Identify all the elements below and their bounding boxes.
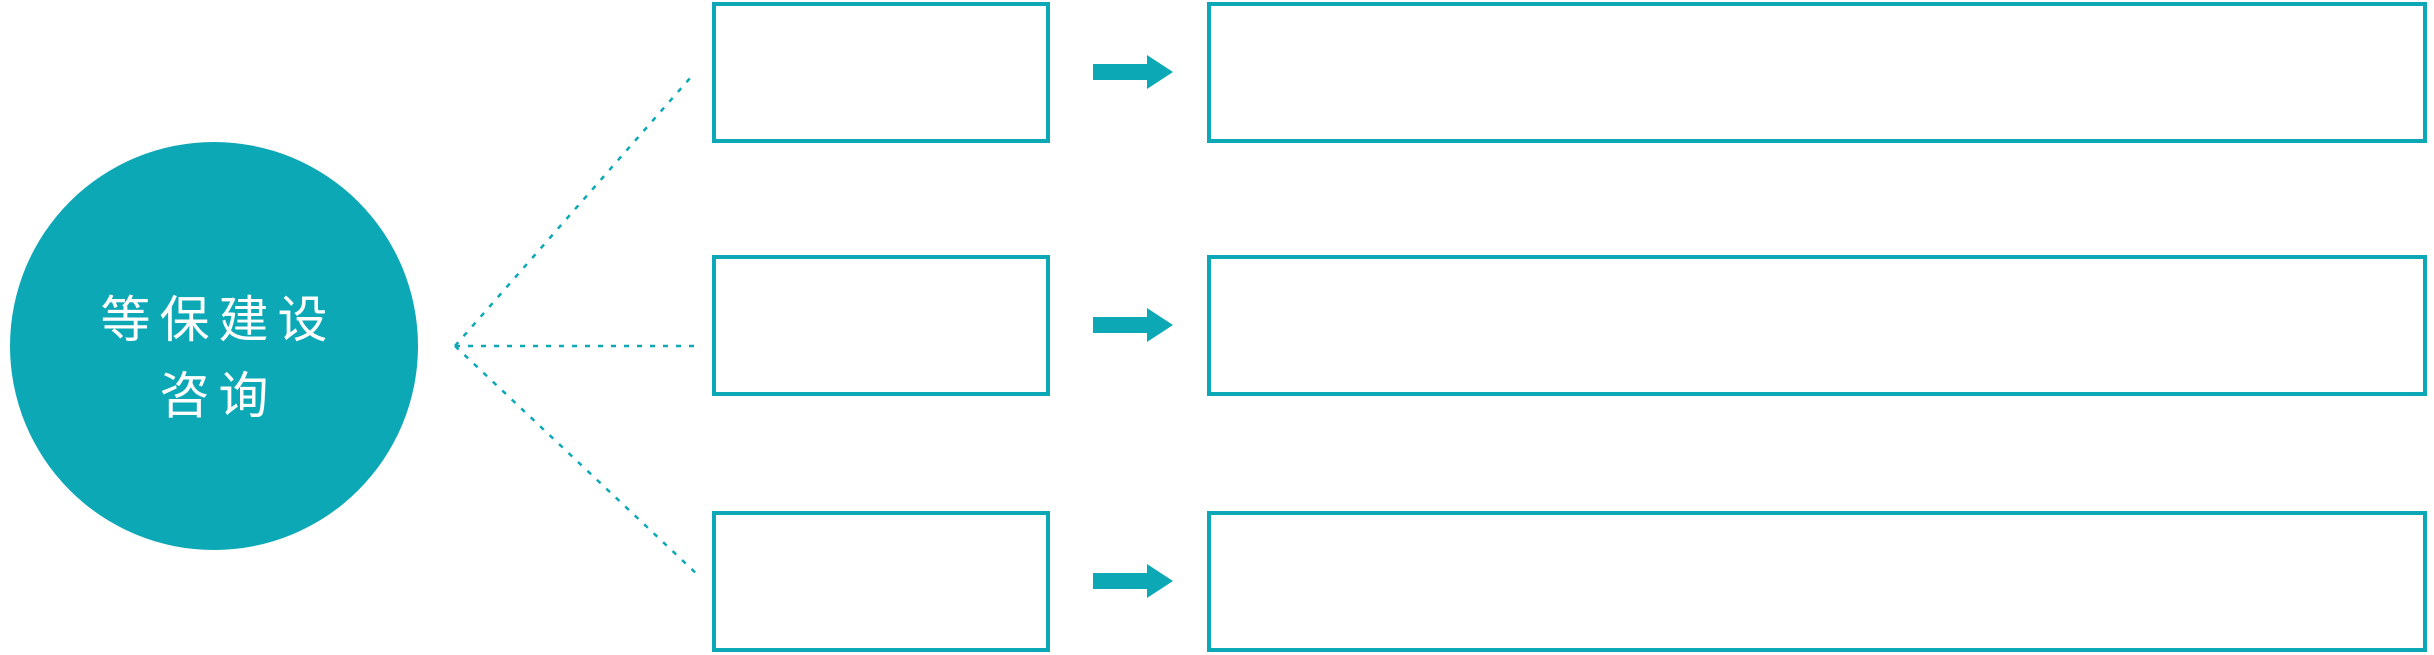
topic-circle-title-line2: 咨询 [159, 368, 278, 424]
item-box-2 [712, 255, 1050, 396]
item-box-1 [712, 2, 1050, 143]
description-box-2 [1207, 255, 2427, 396]
topic-circle-title-line1: 等保建设 [100, 292, 337, 348]
right-arrow-icon [1093, 308, 1173, 342]
description-box-1 [1207, 2, 2427, 143]
item-box-3 [712, 511, 1050, 652]
connector-line-top [454, 76, 692, 347]
right-arrow-icon [1093, 55, 1173, 89]
topic-circle: 等保建设 咨询 [10, 142, 418, 550]
description-box-3 [1207, 511, 2427, 652]
connector-line-bottom [454, 345, 700, 577]
right-arrow-icon [1093, 564, 1173, 598]
